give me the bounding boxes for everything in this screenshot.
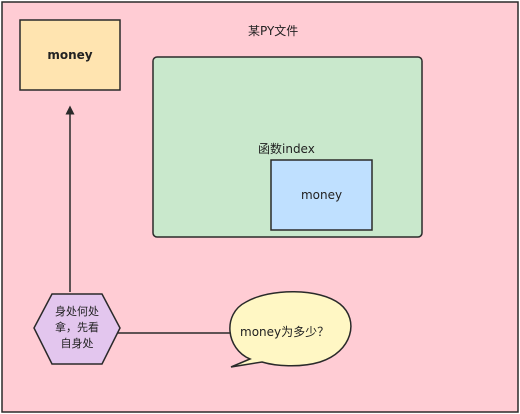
file-label: 某PY文件 <box>248 24 299 38</box>
hexagon-text: 身处何处 拿，先看 自身处 <box>34 304 120 352</box>
hexagon-line: 身处何处 <box>55 305 99 318</box>
hexagon-node <box>33 293 121 365</box>
function-label: 函数index <box>258 142 315 156</box>
outer-money-box <box>19 19 121 91</box>
speech-bubble <box>229 291 352 368</box>
outer-money-label: money <box>47 48 93 62</box>
hexagon-line: 自身处 <box>60 337 94 350</box>
bubble-text: money为多少？ <box>240 325 330 339</box>
inner-money-box <box>270 159 373 231</box>
hexagon-line: 拿，先看 <box>55 321 99 334</box>
inner-money-label: money <box>300 188 343 202</box>
